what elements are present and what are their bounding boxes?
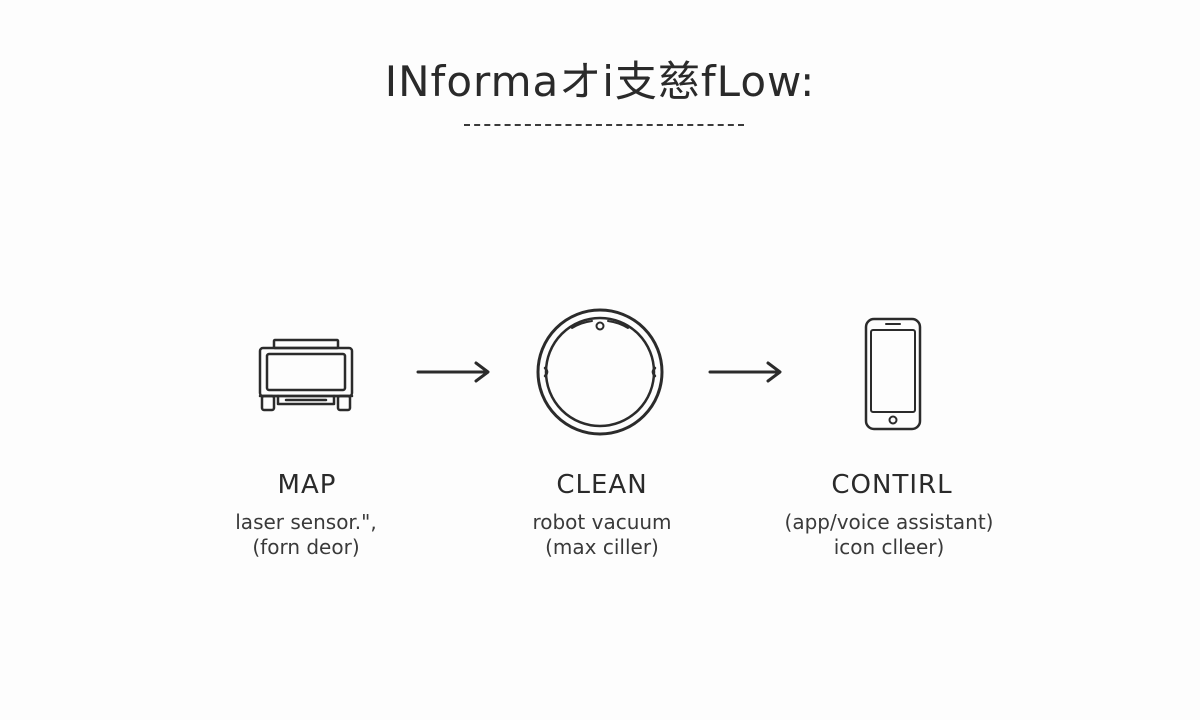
node-description-line: (app/voice assistant) bbox=[784, 510, 994, 534]
node-description-line: (max ciller) bbox=[545, 535, 659, 559]
title-dashed-underline bbox=[464, 124, 744, 126]
sensor-device-icon bbox=[258, 338, 354, 412]
node-description-line: icon clleer) bbox=[833, 535, 945, 559]
arrow-right-icon bbox=[708, 361, 782, 383]
robot-vacuum-icon bbox=[536, 308, 664, 436]
node-label-control: CONTIRL bbox=[831, 470, 953, 500]
smartphone-icon bbox=[864, 317, 922, 431]
node-label-map: MAP bbox=[277, 470, 337, 500]
node-description-line: laser sensor.", bbox=[235, 510, 377, 534]
node-description-line: robot vacuum bbox=[532, 510, 672, 534]
diagram-title: INformaオi支慈fLow: bbox=[384, 57, 816, 106]
title-container: INformaオi支慈fLow: bbox=[0, 48, 1200, 109]
node-description-control: (app/voice assistant) icon clleer) bbox=[729, 510, 1049, 560]
node-description-clean: robot vacuum (max ciller) bbox=[442, 510, 762, 560]
node-label-clean: CLEAN bbox=[556, 470, 648, 500]
node-description-line: (forn deor) bbox=[252, 535, 360, 559]
arrow-right-icon bbox=[416, 361, 490, 383]
node-description-map: laser sensor.", (forn deor) bbox=[146, 510, 466, 560]
